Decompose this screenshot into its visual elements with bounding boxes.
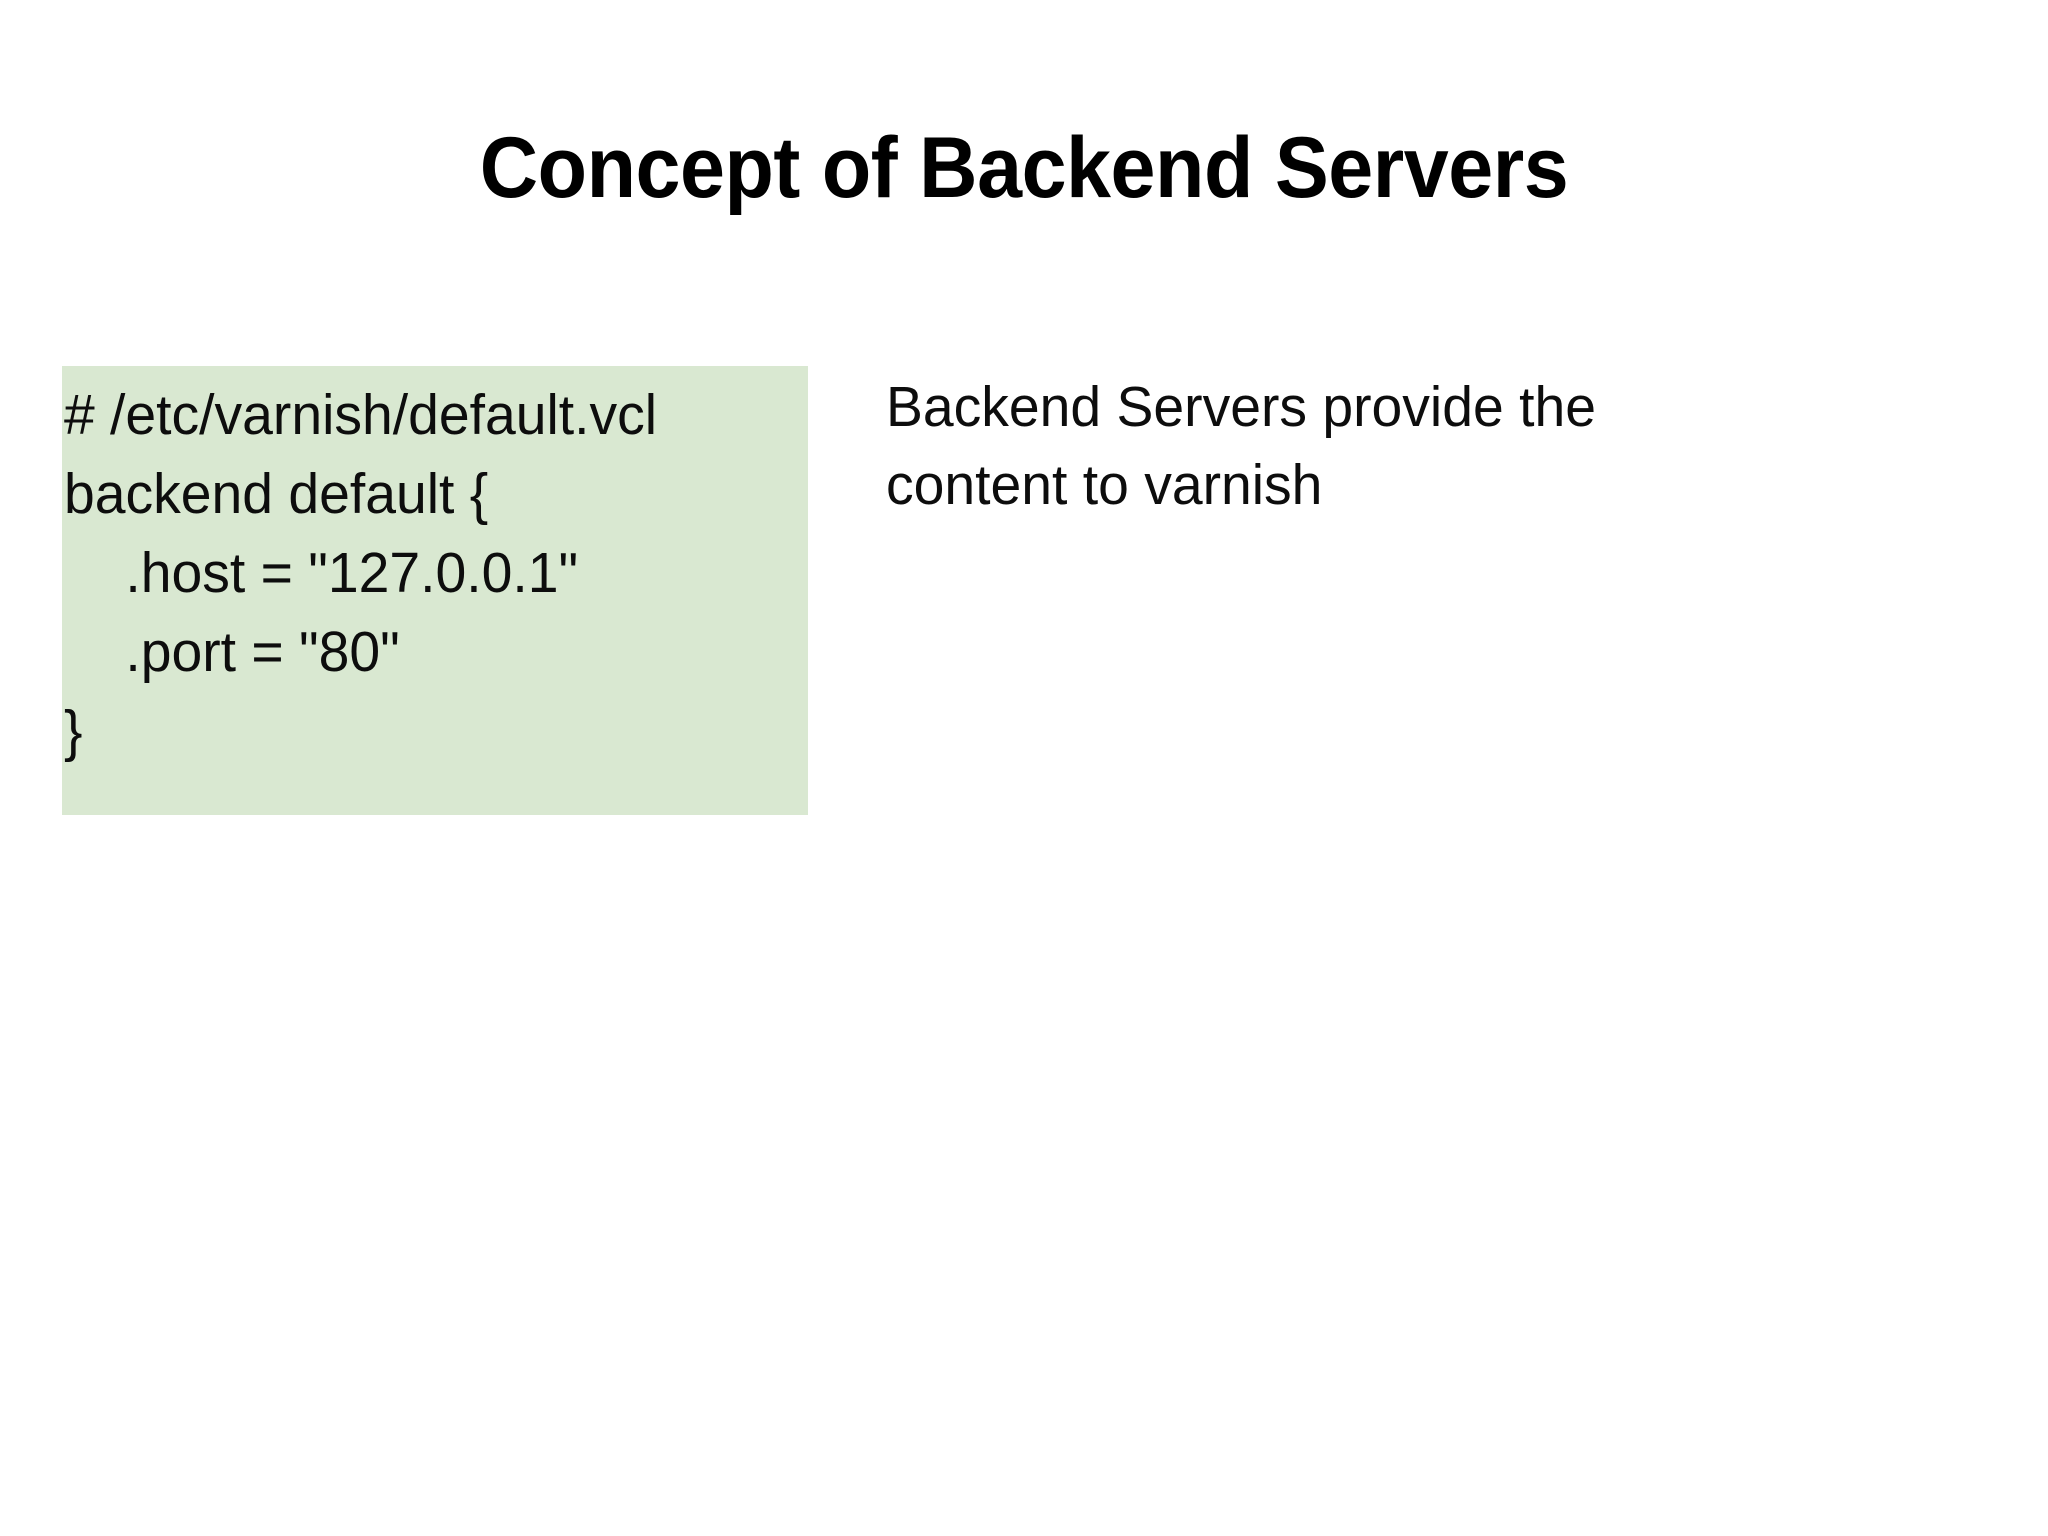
description-line: Backend Servers provide the: [886, 375, 1596, 439]
code-line: backend default {: [63, 462, 489, 526]
code-line: }: [63, 699, 83, 763]
page-title: Concept of Backend Servers: [479, 119, 1569, 216]
description-line: content to varnish: [886, 453, 1323, 517]
code-block-varnish-default-vcl: # /etc/varnish/default.vcl backend defau…: [62, 366, 808, 815]
code-line: .host = "127.0.0.1": [63, 541, 579, 605]
code-line: # /etc/varnish/default.vcl: [63, 383, 658, 447]
description-text: Backend Servers provide the content to v…: [886, 368, 1759, 524]
code-line: .port = "80": [63, 620, 400, 684]
